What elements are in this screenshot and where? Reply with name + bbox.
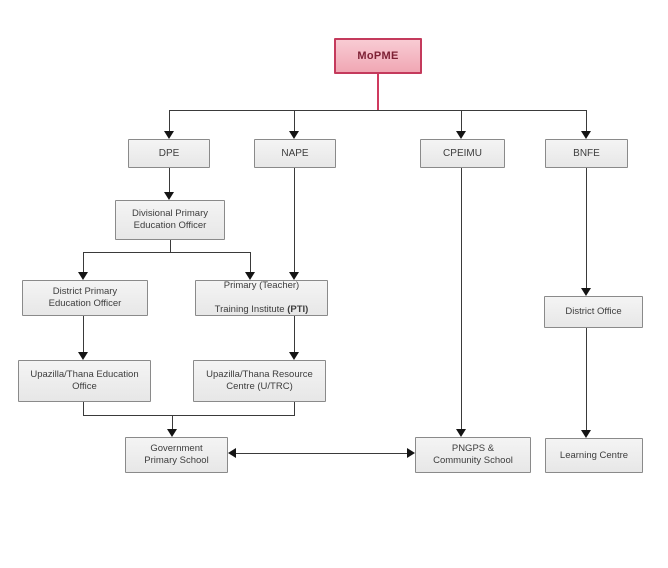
connector-merge-bus — [83, 415, 295, 416]
arrow-into-gps — [167, 429, 177, 437]
connector-dpe-to-divisional — [169, 168, 170, 193]
arrow-branch-into-pti — [245, 272, 255, 280]
arrow-into-learning-centre — [581, 430, 591, 438]
connector-bus-to-cpeimu — [461, 110, 462, 132]
arrow-into-pngps — [456, 429, 466, 437]
arrow-into-divisional — [164, 192, 174, 200]
connector-uteo-drop — [83, 402, 84, 415]
connector-merge-to-gps — [172, 415, 173, 430]
connector-bnfe-to-district-office — [586, 168, 587, 289]
arrow-into-uteo — [78, 352, 88, 360]
arrow-nape-into-pti — [289, 272, 299, 280]
node-nape: NAPE — [254, 139, 336, 168]
connector-divisional-branch — [83, 252, 251, 253]
connector-bus-to-bnfe — [586, 110, 587, 132]
arrow-into-district-office — [581, 288, 591, 296]
connector-cpeimu-to-pngps — [461, 168, 462, 430]
connector-pti-to-utrc — [294, 316, 295, 353]
arrow-into-pngps-left — [407, 448, 415, 458]
arrow-into-gps-right — [228, 448, 236, 458]
connector-mopme-stem — [377, 74, 379, 111]
connector-district-peo-to-uteo — [83, 316, 84, 353]
arrow-into-utrc — [289, 352, 299, 360]
pti-label-line2: Training Institute (PTI) — [214, 304, 309, 315]
node-learning-centre: Learning Centre — [545, 438, 643, 473]
connector-bus-to-dpe — [169, 110, 170, 132]
connector-divisional-stem — [170, 240, 171, 252]
connector-bus-to-nape — [294, 110, 295, 132]
node-upazilla-thana-resource-centre: Upazilla/Thana Resource Centre (U/TRC) — [193, 360, 326, 402]
arrow-into-cpeimu — [456, 131, 466, 139]
node-divisional-primary-education-officer: Divisional Primary Education Officer — [115, 200, 225, 240]
node-government-primary-school: Government Primary School — [125, 437, 228, 473]
pti-label: Primary (Teacher) Training Institute (PT… — [215, 268, 309, 328]
connector-gps-pngps — [236, 453, 407, 454]
pti-label-line1: Primary (Teacher) — [223, 280, 300, 291]
connector-branch-to-district-peo — [83, 252, 84, 273]
connector-branch-to-pti — [250, 252, 251, 273]
node-primary-teacher-training-institute: Primary (Teacher) Training Institute (PT… — [195, 280, 328, 316]
arrow-into-nape — [289, 131, 299, 139]
node-mopme: MoPME — [334, 38, 422, 74]
node-pngps-community-school: PNGPS & Community School — [415, 437, 531, 473]
node-bnfe: BNFE — [545, 139, 628, 168]
node-district-primary-education-officer: District Primary Education Officer — [22, 280, 148, 316]
node-district-office: District Office — [544, 296, 643, 328]
connector-top-bus — [169, 110, 587, 111]
connector-utrc-drop — [294, 402, 295, 415]
arrow-into-district-peo — [78, 272, 88, 280]
connector-nape-to-pti — [294, 168, 295, 273]
node-upazilla-thana-education-office: Upazilla/Thana Education Office — [18, 360, 151, 402]
connector-district-office-to-learning-centre — [586, 328, 587, 431]
arrow-into-dpe — [164, 131, 174, 139]
node-cpeimu: CPEIMU — [420, 139, 505, 168]
node-dpe: DPE — [128, 139, 210, 168]
arrow-into-bnfe — [581, 131, 591, 139]
